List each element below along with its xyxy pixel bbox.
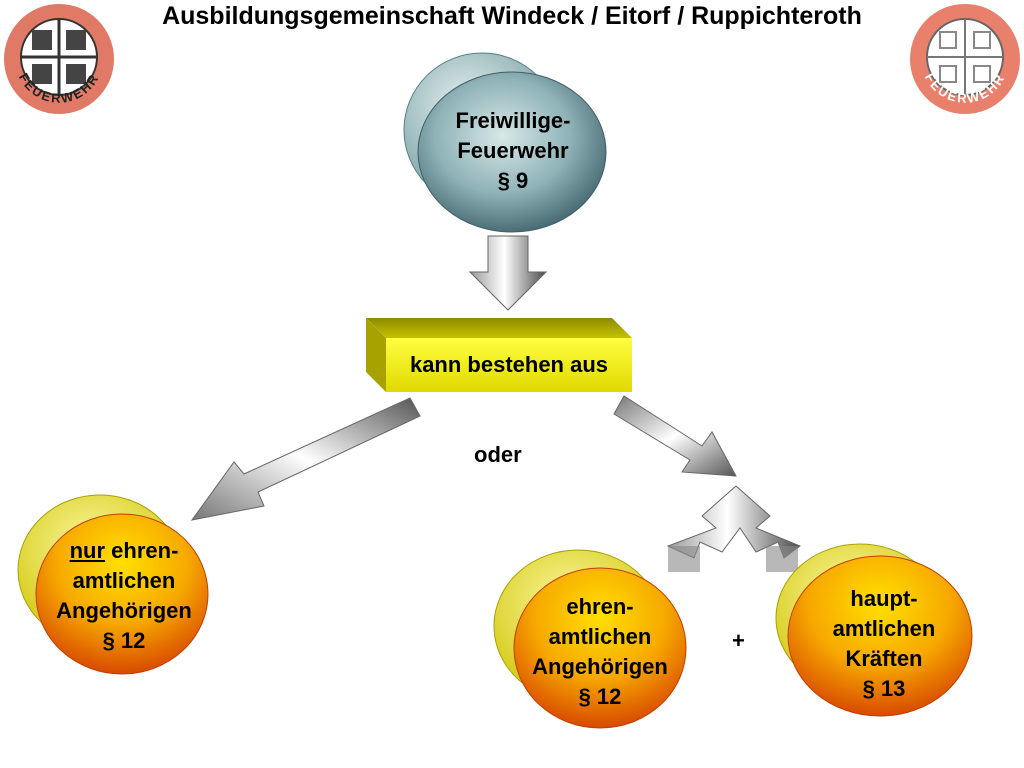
node-nur-ehrenamtlich xyxy=(17,494,209,675)
node-bottom-right-text: haupt- amtlichen Kräften § 13 xyxy=(832,586,936,701)
node-freiwillige-feuerwehr xyxy=(403,52,607,233)
plus-label: + xyxy=(732,628,745,653)
arrow-down-right-icon xyxy=(613,395,737,477)
oder-label: oder xyxy=(474,442,522,467)
down-arrow-icon xyxy=(468,235,548,311)
node-top-text: Freiwillige- Feuerwehr § 9 xyxy=(455,108,571,193)
node-ehrenamtlich xyxy=(493,549,687,729)
arrow-down-left-icon xyxy=(190,397,421,521)
node-bottom-mid-text: ehren- amtlichen Angehörigen § 12 xyxy=(532,594,668,709)
node-hauptamtlich xyxy=(775,543,973,717)
page-title: Ausbildungsgemeinschaft Windeck / Eitorf… xyxy=(162,2,862,30)
split-arrow-icon xyxy=(666,485,802,572)
box-label: kann bestehen aus xyxy=(409,352,609,377)
node-left-text: nur ehren- amtlichen Angehörigen § 12 xyxy=(56,538,192,653)
box-kann-bestehen-aus xyxy=(366,318,632,392)
fire-brigade-logo-right: FEUERWEHR xyxy=(910,4,1020,114)
fire-brigade-logo-left: FEUERWEHR xyxy=(4,4,114,114)
